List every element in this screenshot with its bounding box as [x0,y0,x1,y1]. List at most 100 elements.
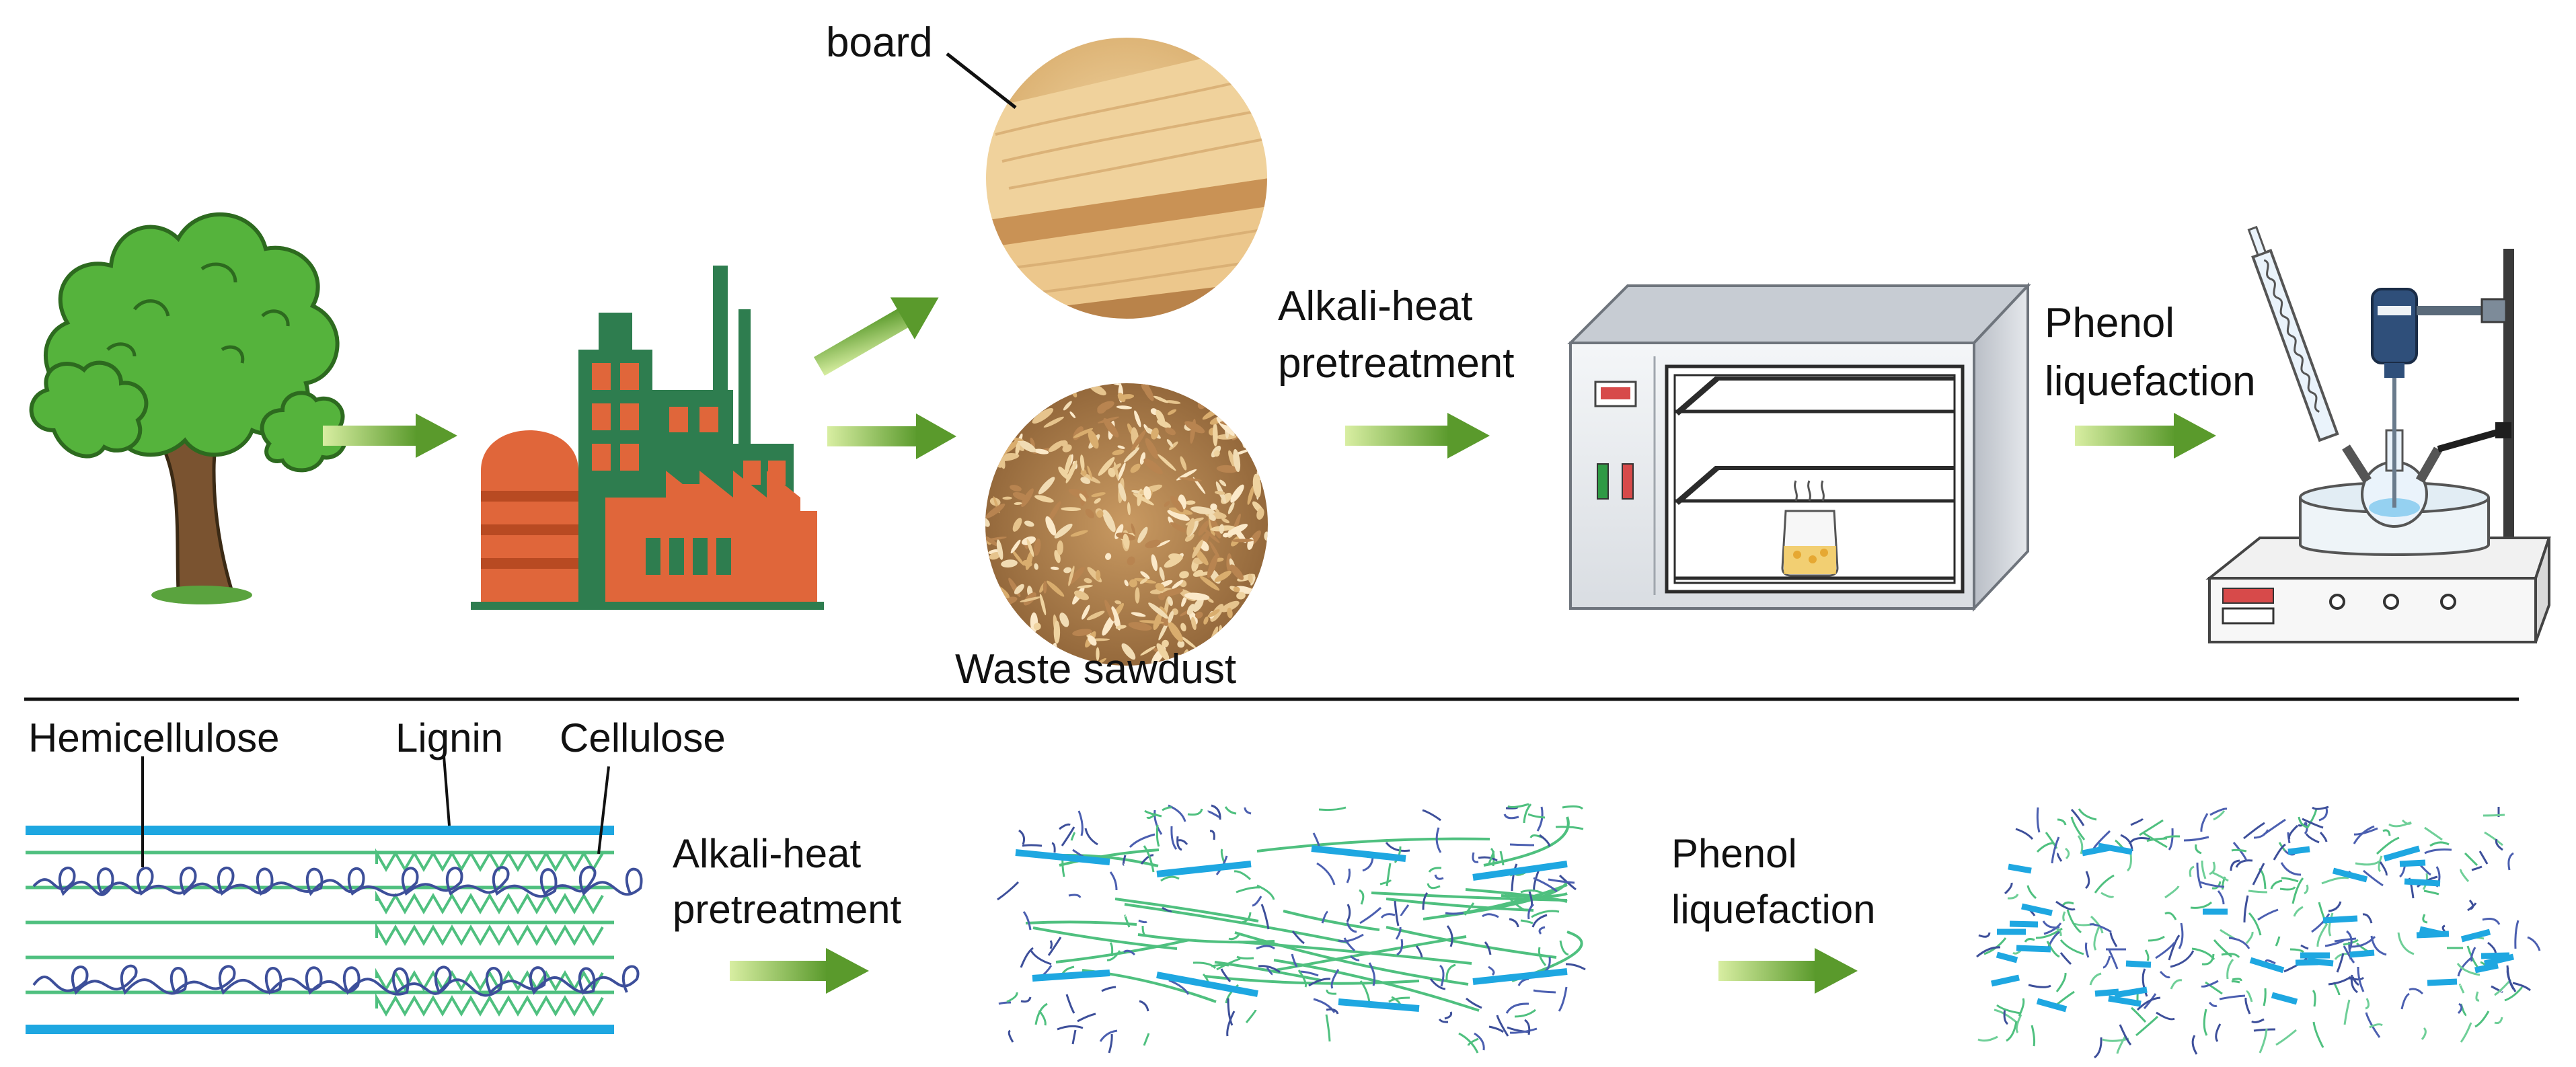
sawdust-flake [1166,439,1174,447]
sawdust-flake [1186,518,1195,537]
fiber-fragment [2289,948,2304,953]
fiber-fragment [2228,937,2250,949]
sawdust-flake [1020,596,1042,602]
sawdust-flake [1247,485,1254,505]
fiber-fragment [1008,1029,1014,1043]
fiber-fragment [1059,823,1071,830]
sawdust-flake [998,385,1010,396]
sawdust-flake [1080,469,1087,476]
sawdust-flake [1262,437,1268,443]
fiber-fragment [1531,914,1548,928]
sawdust-flake [1038,477,1055,495]
fiber-fragment [2355,860,2380,866]
fiber-fragment [1523,803,1532,824]
sawdust-flake [1258,438,1266,443]
fiber-fragment [2507,852,2514,871]
board-label: board [826,19,933,66]
fiber-fragment [2494,979,2512,996]
fiber-fragment [2460,1022,2472,1043]
sawdust-flake [1184,500,1196,505]
fiber-fragment [2484,831,2503,846]
fiber-fragment [1049,940,1053,949]
sawdust-flake [1256,580,1268,589]
fiber-fragment [1256,945,1275,950]
fiber-fragment [1022,911,1032,931]
fiber-fragment [1458,1032,1479,1054]
sawdust-flake [1238,393,1246,405]
alkali-heat-label-bottom-line2: pretreatment [673,887,902,932]
sawdust-flake [995,619,1003,638]
fiber-fragment [2219,994,2246,1000]
sawdust-flake [1258,637,1268,650]
sawdust-flake [1252,445,1259,460]
sawdust-flake [1177,640,1185,648]
sawdust-flake [1047,501,1061,524]
fiber-fragment [2379,861,2388,876]
sawdust-flake [1001,559,1018,568]
sawdust-flake [987,439,996,455]
hemicellulose-label: Hemicellulose [28,715,280,760]
cellulose-fragment [1156,972,1258,997]
sawdust-flake [1116,405,1133,409]
fiber-fragment [2232,978,2242,982]
fiber-fragment [2275,936,2281,947]
fiber-fragment [1445,963,1456,981]
sawdust-flake [1023,632,1030,647]
fiber-fragment [2514,920,2520,949]
fiber-fragment [1444,1011,1453,1020]
lignin-fragment [1386,926,1557,959]
sawdust-flake [1095,569,1101,581]
fiber-fragment [1509,843,1535,846]
sawdust-flake [1098,457,1115,476]
fiber-fragment [2036,842,2054,853]
fiber-fragment [2189,865,2195,877]
sawdust-flake [997,590,1003,610]
fiber-fragment [1434,874,1444,880]
fiber-fragment [1071,1029,1077,1045]
sawdust-flake [1244,602,1248,613]
fiber-fragment [2059,952,2072,965]
sawdust-flake [985,438,999,447]
pretreated-fiber-fragments [997,803,1586,1054]
arrow-bundle-to-pretreated [730,948,869,994]
cellulose-fragment [2114,986,2148,998]
cellulose-fragment [2383,845,2421,862]
fiber-fragment [2245,931,2254,945]
sawdust-flake [1055,383,1073,395]
alkali-heat-label-top-line2: pretreatment [1278,340,1515,387]
fiber-fragment [1318,806,1347,812]
fiber-fragment [2066,909,2082,934]
sawdust-flake [985,442,997,449]
fiber-fragment [1395,926,1402,940]
fiber-fragment [2162,835,2181,840]
fiber-fragment [1077,810,1084,836]
fiber-fragment [2464,852,2478,867]
arrow-sawdust-to-oven [1345,413,1490,459]
sawdust-flake [1104,599,1114,622]
cellulose-fragment [2480,952,2510,959]
sawdust-flake [1048,440,1065,452]
sawdust-flake [1258,434,1267,446]
fiber-fragment [1220,968,1232,982]
sawdust-flake [1117,393,1126,403]
fiber-fragment [2357,966,2365,992]
sawdust-flake [1117,462,1126,481]
fiber-fragment [2209,861,2215,875]
sawdust-flake [1043,416,1064,428]
sawdust-flake [1070,530,1088,537]
sawdust-flake [1256,508,1264,520]
hemicellulose-chain-2 [32,964,640,997]
sawdust-flake [1153,395,1169,403]
sawdust-flake [1143,459,1163,475]
fiber-fragment [1266,967,1273,976]
sawdust-flake [1034,448,1049,455]
fiber-fragment [2252,863,2265,885]
sawdust-flake [1151,554,1158,571]
fiber-fragment [1216,957,1241,971]
fiber-fragment [2312,1021,2324,1048]
fiber-fragment [1244,807,1252,815]
fiber-fragment [1109,942,1114,957]
sawdust-flake [1190,418,1196,444]
sawdust-flake [1221,518,1230,524]
sawdust-flake [985,389,997,400]
